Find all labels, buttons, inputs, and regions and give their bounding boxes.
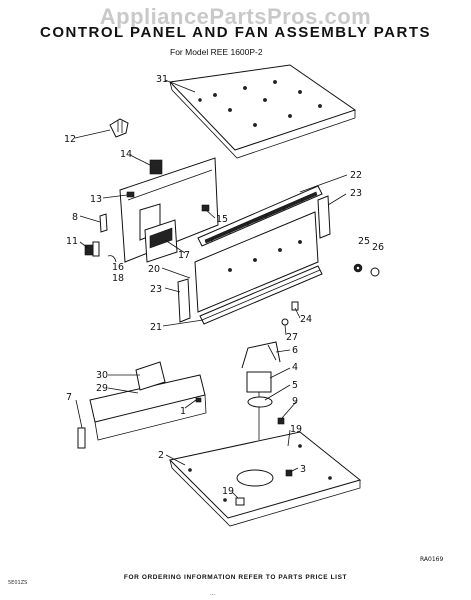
part-23-end-cap-left — [177, 278, 191, 323]
part-2-base-plate — [168, 431, 362, 527]
model-subtitle: For Model REE 1600P-2 — [170, 47, 263, 57]
part-12-clip — [109, 118, 129, 138]
callout-15: 15 — [216, 214, 228, 225]
callout-17: 17 — [178, 250, 190, 261]
callout-20: 20 — [148, 264, 160, 275]
part-22-trim-rail — [197, 185, 323, 247]
part-8-bracket — [99, 213, 108, 233]
callout-25: 25 — [358, 236, 370, 247]
part-11-switch — [84, 241, 100, 257]
callout-19-upper: 19 — [290, 424, 302, 435]
part-20-front-panel — [194, 211, 319, 313]
part-27-screw — [281, 318, 289, 326]
part-5-fan-blade — [247, 396, 273, 408]
callout-24: 24 — [300, 314, 312, 325]
callout-9: 9 — [292, 396, 298, 407]
part-29-duct — [89, 374, 207, 441]
callout-27: 27 — [286, 332, 298, 343]
part-30-bracket — [135, 361, 166, 391]
diagram-code: RA0169 — [420, 556, 444, 563]
callout-29: 29 — [96, 383, 108, 394]
page-mark: ... — [210, 590, 216, 597]
sheet-reference: 5E01ZS — [8, 580, 28, 586]
part-25-knob — [353, 263, 363, 273]
part-31-cover-plate — [168, 64, 357, 159]
callout-30: 30 — [96, 370, 108, 381]
callout-31: 31 — [156, 74, 168, 85]
leader-lines — [74, 79, 348, 499]
callout-3: 3 — [300, 464, 306, 475]
part-16-clip — [107, 255, 117, 263]
callout-2: 2 — [158, 450, 164, 461]
callout-12: 12 — [64, 134, 76, 145]
part-19-fitting-lower — [235, 497, 245, 506]
part-7-end-plate — [77, 427, 86, 449]
callout-19-lower: 19 — [222, 486, 234, 497]
part-14-block — [149, 159, 163, 175]
part-6-bracket — [241, 341, 281, 369]
callout-26: 26 — [372, 242, 384, 253]
callout-7: 7 — [66, 392, 72, 403]
ordering-footer: FOR ORDERING INFORMATION REFER TO PARTS … — [123, 574, 348, 581]
part-13-knob — [126, 191, 135, 198]
callout-6: 6 — [292, 345, 298, 356]
watermark: AppliancePartsPros.com — [99, 4, 372, 29]
callout-5: 5 — [292, 380, 298, 391]
callout-23-left: 23 — [150, 284, 162, 295]
callout-23-right: 23 — [350, 188, 362, 199]
callout-11: 11 — [66, 236, 78, 247]
part-26-knob-skirt — [370, 267, 380, 277]
callout-8: 8 — [72, 212, 78, 223]
callout-16: 16 — [112, 262, 124, 273]
callout-13: 13 — [90, 194, 102, 205]
callout-18: 18 — [112, 273, 124, 284]
callout-4: 4 — [292, 362, 298, 373]
callout-22: 22 — [350, 170, 362, 181]
part-23-end-cap-right — [317, 195, 331, 239]
part-4-motor — [246, 371, 272, 440]
diagram-title: CONTROL PANEL AND FAN ASSEMBLY PARTS — [40, 24, 431, 41]
part-24-clip — [291, 301, 299, 311]
part-3-fitting — [285, 469, 293, 477]
part-9-nut — [277, 417, 285, 425]
part-15-screw — [201, 204, 210, 212]
part-17-display — [144, 219, 178, 263]
callout-14: 14 — [120, 149, 132, 160]
part-1-screw — [195, 397, 202, 403]
callout-21: 21 — [150, 322, 162, 333]
part-21-bottom-rail — [199, 265, 323, 325]
callout-1: 1 — [180, 406, 186, 417]
